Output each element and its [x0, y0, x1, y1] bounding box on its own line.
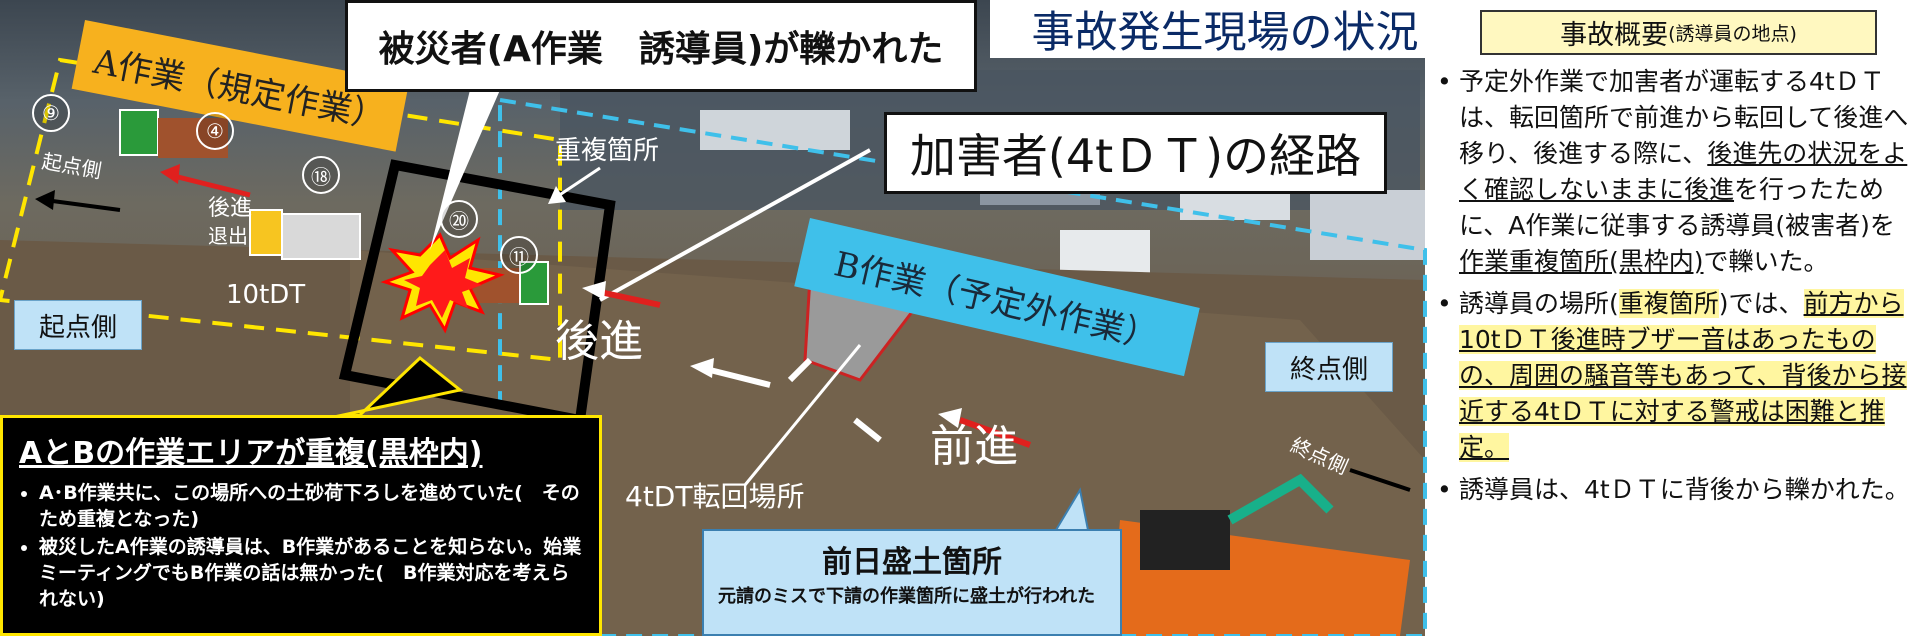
victim-callout: 被災者(A作業 誘導員)が轢かれた — [345, 0, 977, 92]
summary-text-highlighted: 重複箇所 — [1618, 289, 1719, 318]
number-marker: ⑱ — [302, 156, 340, 194]
page-title: 事故発生現場の状況 — [990, 0, 1460, 58]
end-side-label: 終点側 — [1265, 342, 1393, 392]
summary-text: 誘導員の場所( — [1459, 289, 1619, 318]
summary-item: •予定外作業で加害者が運転する4tＤＴは、転回箇所で前進から転回して後進へ移り、… — [1437, 64, 1919, 280]
prior-body: 元請のミスで下請の作業箇所に盛土が行われた — [718, 586, 1096, 607]
turn-spot-label: 4tDT転回場所 — [625, 480, 805, 513]
site-photo: A作業（規定作業） B作業（予定外作業） 重複箇所 後進 前進 4tDT転回場所… — [0, 0, 1425, 636]
overlap-item: A･B作業共に、この場所への土砂荷下ろしを進めていた( そのため重複となった) — [39, 480, 583, 532]
summary-title-sub: (誘導員の地点) — [1668, 23, 1797, 45]
start-side-label: 起点側 — [14, 300, 142, 350]
forward-label: 前進 — [930, 421, 1018, 472]
number-marker: ⑳ — [440, 200, 478, 238]
a-exit-label: 退出 — [208, 224, 248, 248]
summary-text: )では、 — [1718, 289, 1804, 318]
a-backward-label: 後進 — [208, 196, 253, 221]
route-callout: 加害者(4tＤＴ)の経路 — [884, 112, 1387, 194]
summary-title-main: 事故概要 — [1560, 20, 1669, 51]
summary-text: 誘導員は、4tＤＴに背後から轢かれた。 — [1459, 475, 1910, 504]
number-marker: ⑨ — [32, 94, 70, 132]
bullet-icon: • — [1437, 67, 1452, 96]
overlap-callout: AとBの作業エリアが重複(黒枠内) A･B作業共に、この場所への土砂荷下ろしを進… — [0, 415, 602, 636]
summary-text: で轢いた。 — [1703, 247, 1829, 276]
summary-text-underlined: 後進先の状況をよく確認しないままに後進 — [1459, 139, 1908, 204]
tdt-10-label: 10tDT — [226, 280, 306, 310]
summary-item: •誘導員は、4tＤＴに背後から轢かれた。 — [1437, 472, 1919, 508]
summary-text: 予定外作業で加害者が運転する4tＤＴは、転回箇所で前進から転回して後進へ移り、後… — [1459, 67, 1909, 168]
prior-embankment-callout: 前日盛土箇所 元請のミスで下請の作業箇所に盛土が行われた — [702, 529, 1122, 636]
prior-heading: 前日盛土箇所 — [822, 545, 1002, 580]
overlap-list: A･B作業共に、この場所への土砂荷下ろしを進めていた( そのため重複となった) … — [19, 480, 583, 612]
summary-text: を行ったために、A作業に従事する誘導員(被害者)を — [1459, 175, 1895, 240]
summary-list: •予定外作業で加害者が運転する4tＤＴは、転回箇所で前進から転回して後進へ移り、… — [1425, 64, 1919, 514]
number-marker: ④ — [196, 112, 234, 150]
backward-label: 後進 — [555, 316, 643, 367]
number-marker: ⑪ — [500, 236, 538, 274]
overlap-spot-label: 重複箇所 — [555, 136, 660, 166]
overlap-item: 被災したA作業の誘導員は、B作業があることを知らない。始業ミーティングでもB作業… — [39, 534, 583, 612]
bullet-icon: • — [1437, 289, 1452, 318]
summary-title: 事故概要(誘導員の地点) — [1480, 10, 1877, 55]
summary-item: •誘導員の場所(重複箇所)では、前方から10tＤＴ後進時ブザー音はあったものの、… — [1437, 286, 1919, 466]
overlap-heading: AとBの作業エリアが重複(黒枠内) — [19, 436, 483, 471]
summary-text-underlined: 作業重複箇所(黒枠内) — [1459, 247, 1704, 276]
bullet-icon: • — [1437, 475, 1452, 504]
